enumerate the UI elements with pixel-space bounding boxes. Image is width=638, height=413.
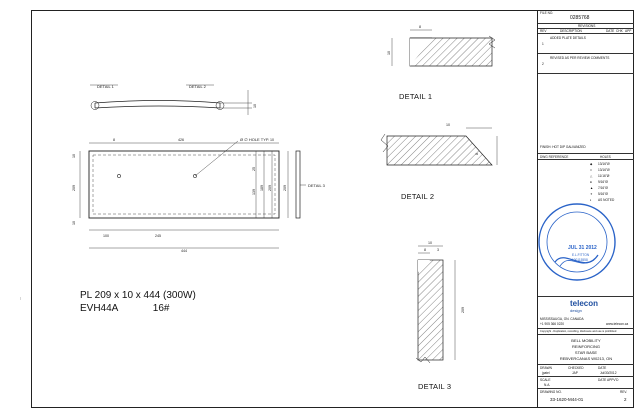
holes-label: HOLES bbox=[600, 155, 611, 159]
drawn-label: DRAWN bbox=[540, 366, 552, 370]
drawing-no: 33-1620-M44-01 bbox=[550, 397, 584, 402]
dim-d3-top: 10 bbox=[428, 241, 432, 245]
engineer-stamp bbox=[538, 203, 616, 281]
drawing-frame bbox=[31, 10, 634, 408]
date-approved-label: DATE APPV'D bbox=[598, 378, 619, 382]
plate-gauge: 16# bbox=[152, 303, 170, 314]
scale-value: N.A. bbox=[544, 383, 551, 387]
date-label: DATE bbox=[598, 366, 607, 370]
dim-top-span: 426 bbox=[178, 138, 184, 142]
dwg-reference: DWG REFERENCE bbox=[540, 155, 569, 159]
company-web: www.telecon.ca bbox=[606, 322, 629, 326]
detail-2-title: DETAIL 2 bbox=[401, 192, 435, 201]
dim-d2-side: 8 bbox=[475, 153, 479, 155]
rev-row-2-desc: REVISED AS PER REVIEW COMMENTS bbox=[550, 56, 610, 60]
plate-spec: PL 209 x 10 x 444 (300W) EVH44A 16# bbox=[80, 289, 196, 315]
company-addr: MISSISSAUGA, ON. CANADA bbox=[540, 317, 584, 321]
hole-4: 9/16"Ø bbox=[598, 180, 608, 184]
project-line-4: REBVERCANAS W0213, ON bbox=[559, 356, 613, 361]
rev-header-app: APP bbox=[625, 29, 632, 33]
stamp-number: 100115558 bbox=[572, 258, 588, 262]
project-line-1: BELL MOBILITY bbox=[571, 338, 601, 343]
drawn-value: jpatel bbox=[542, 371, 550, 375]
dim-d3-b: 3 bbox=[437, 248, 439, 252]
dim-d3-a: 8 bbox=[424, 248, 426, 252]
callout-detail2: DETAIL 2 bbox=[189, 84, 207, 89]
dim-d1-top: 8 bbox=[419, 25, 421, 29]
project-line-3: STAR BASE bbox=[574, 350, 598, 355]
hole-note: Ø ∅ HOLE TYP. bbox=[240, 137, 269, 142]
dim-left-bottom: 10 bbox=[72, 221, 76, 225]
scale-label: SCALE bbox=[540, 378, 551, 382]
detail-3-title: DETAIL 3 bbox=[418, 382, 452, 391]
detail-1-drawing bbox=[391, 29, 496, 67]
hole-7: AS NOTED bbox=[598, 198, 615, 202]
hole-1: 13/16"Ø bbox=[598, 162, 610, 166]
plate-code: EVH44A bbox=[80, 303, 119, 314]
rev-header-chk: CHK bbox=[616, 29, 623, 33]
holes-legend: ◆13/16"Ø □13/16"Ø △11/16"Ø ●9/16"Ø ▲7/16… bbox=[590, 162, 615, 202]
company-logo: telecon bbox=[570, 299, 599, 308]
hole-5: 7/16"Ø bbox=[598, 186, 608, 190]
dim-side-thickness: 10 bbox=[253, 104, 257, 108]
title-block: FILE NO. 0285768 REVISIONS REV DESCRIPTI… bbox=[537, 10, 634, 408]
company-phone: +1 905 366 0220 bbox=[540, 322, 565, 326]
rev-header-desc: DESCRIPTION bbox=[560, 29, 582, 33]
date-value: Jul/30/2012 bbox=[600, 371, 617, 375]
side-view-plate bbox=[90, 84, 252, 115]
rev-header-date: DATE bbox=[606, 29, 615, 33]
copyright: Copyright - Duplication, recording, disc… bbox=[540, 330, 617, 333]
dim-bottom-left: 100 bbox=[103, 234, 109, 238]
dimension-texts: 10 8 426 10 209 10 10 25 139 189 209 209… bbox=[72, 25, 479, 313]
dim-height-inner: 189 bbox=[260, 185, 264, 191]
plan-view-plate bbox=[79, 140, 306, 249]
rev-label: REV. bbox=[620, 390, 628, 394]
dim-height-total: 209 bbox=[72, 185, 76, 191]
dim-d1-side: 10 bbox=[387, 51, 391, 55]
plate-line: PL 209 x 10 x 444 (300W) bbox=[80, 290, 196, 301]
rev-value: 2 bbox=[624, 397, 627, 402]
detail-2-drawing bbox=[380, 127, 498, 166]
checked-label: CHECKED bbox=[568, 366, 584, 370]
rev-row-2-rev: 2 bbox=[542, 62, 544, 66]
dim-height-right: 209 bbox=[268, 185, 272, 191]
dim-bottom-total: 444 bbox=[181, 249, 187, 253]
dim-top-right: 10 bbox=[270, 138, 274, 142]
stamp-date: JUL 31 2012 bbox=[568, 245, 597, 251]
rev-row-1-rev: 1 bbox=[542, 42, 544, 46]
revisions-label: REVISIONS bbox=[578, 24, 596, 28]
callout-detail3: DETAIL 3 bbox=[308, 183, 326, 188]
dim-side-height: 209 bbox=[283, 185, 287, 191]
project-line-2: REINFORCING bbox=[572, 344, 600, 349]
stamp-name: E.L.FITTON bbox=[572, 253, 590, 257]
dim-d2-top: 10 bbox=[446, 123, 450, 127]
margin-note: — bbox=[18, 297, 22, 300]
company-sub: design bbox=[570, 308, 582, 313]
finish-note: FINISH: HOT DIP GALVANIZED bbox=[540, 145, 586, 149]
rev-header-rev: REV bbox=[540, 29, 547, 33]
rev-row-1-desc: ADDED PLATE DETAILS bbox=[550, 36, 586, 40]
callout-texts: DETAIL 1 DETAIL 2 Ø ∅ HOLE TYP. DETAIL 3 bbox=[97, 84, 326, 188]
drawing-no-label: DRAWING NO. bbox=[540, 390, 562, 394]
dim-d3-side: 209 bbox=[461, 307, 465, 313]
checked-value: JAP bbox=[572, 371, 578, 375]
detail-1-title: DETAIL 1 bbox=[399, 92, 433, 101]
file-no-label: FILE NO. bbox=[540, 11, 554, 15]
hole-6: 5/16"Ø bbox=[598, 192, 608, 196]
dim-right-inner: 25 bbox=[252, 167, 256, 171]
dim-top-left: 8 bbox=[113, 138, 115, 142]
dim-bottom-mid: 245 bbox=[155, 234, 161, 238]
callout-detail1: DETAIL 1 bbox=[97, 84, 115, 89]
dim-right-inner2: 139 bbox=[252, 189, 256, 195]
detail-3-drawing bbox=[415, 245, 456, 364]
hole-3: 11/16"Ø bbox=[598, 174, 610, 178]
hole-2: 13/16"Ø bbox=[598, 168, 610, 172]
dim-left-top: 10 bbox=[72, 154, 76, 158]
file-no: 0285768 bbox=[570, 15, 590, 21]
